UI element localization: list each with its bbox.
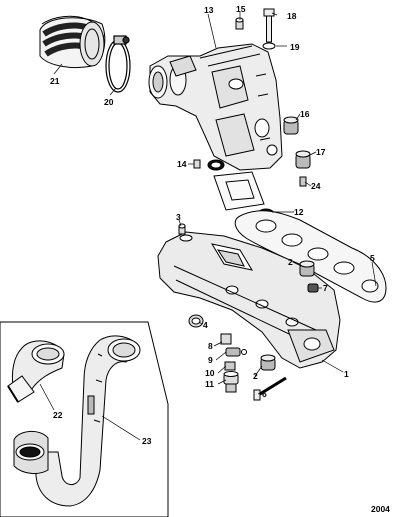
manifold-gasket <box>234 210 387 303</box>
exhaust-elbow <box>148 43 283 171</box>
callout-5: 5 <box>370 253 375 263</box>
plug-3 <box>178 223 186 235</box>
bolt-6 <box>253 376 287 401</box>
plug-16 <box>283 116 299 135</box>
ring-4 <box>188 314 204 328</box>
callout-23: 23 <box>142 436 152 446</box>
callout-20: 20 <box>104 97 114 107</box>
bolt-18 <box>263 8 275 43</box>
callout-24: 24 <box>311 181 321 191</box>
callout-12: 12 <box>294 207 304 217</box>
elbow-22 <box>7 340 65 403</box>
callout-2-upper: 2 <box>288 257 293 267</box>
callout-6: 6 <box>262 389 267 399</box>
exhaust-tube-23 <box>13 335 141 507</box>
callout-8: 8 <box>208 341 213 351</box>
callout-11: 11 <box>205 379 214 389</box>
callout-14: 14 <box>177 159 187 169</box>
hose-clamp <box>105 35 131 93</box>
callout-1: 1 <box>344 369 349 379</box>
plug-2-lower <box>260 354 276 371</box>
figure-number: 2004 <box>371 504 390 514</box>
callout-15: 15 <box>236 4 246 14</box>
callout-18: 18 <box>287 11 297 21</box>
callout-3: 3 <box>176 212 181 222</box>
plug-7 <box>307 283 319 293</box>
callout-4: 4 <box>203 320 208 330</box>
washer-19 <box>262 42 276 50</box>
callout-22: 22 <box>53 410 63 420</box>
inset-border <box>0 321 169 517</box>
callout-9: 9 <box>208 355 213 365</box>
fitting-15 <box>235 17 244 30</box>
callout-10: 10 <box>205 368 215 378</box>
plug-17 <box>295 150 311 169</box>
callout-16: 16 <box>300 109 310 119</box>
callout-2-lower: 2 <box>253 371 258 381</box>
fittings-stack <box>220 333 247 393</box>
fitting-24 <box>299 176 307 187</box>
bellows-coupling <box>39 15 106 69</box>
callout-19: 19 <box>290 42 300 52</box>
fitting-14 <box>193 159 201 169</box>
callout-21: 21 <box>50 76 60 86</box>
callout-7: 7 <box>323 283 328 293</box>
exhaust-manifold <box>157 231 341 369</box>
callout-13: 13 <box>204 5 214 15</box>
plug-2-upper <box>299 260 315 277</box>
leader-lines <box>39 12 377 441</box>
callout-17: 17 <box>316 147 326 157</box>
